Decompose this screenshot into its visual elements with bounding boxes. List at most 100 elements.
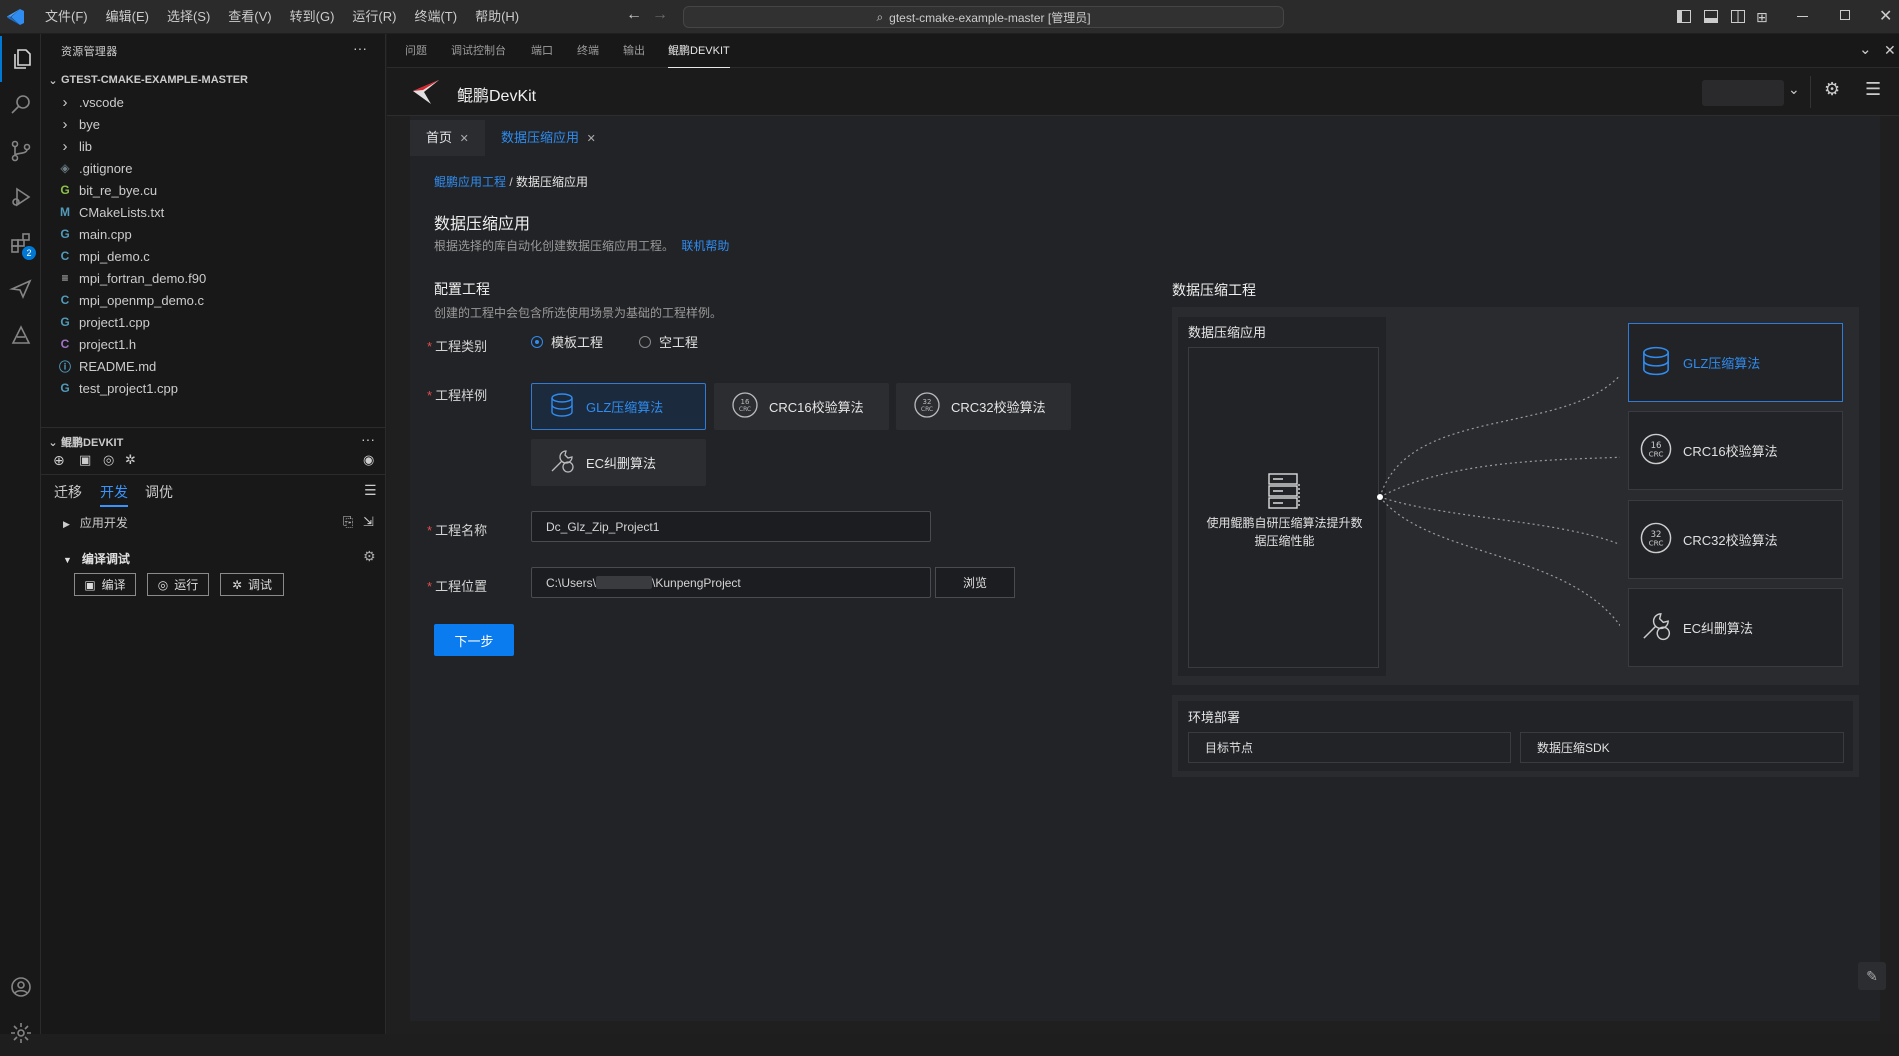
compile-debug-item[interactable]: ▼编译调试 [63, 550, 130, 567]
back-arrow-icon[interactable]: ← [626, 6, 642, 23]
debug-button[interactable]: ✲调试 [220, 573, 284, 596]
code-view-icon[interactable]: ▣ [79, 452, 92, 467]
algo-ec[interactable]: EC纠删算法 [1628, 588, 1843, 667]
accounts-icon[interactable] [0, 964, 41, 1010]
import-icon[interactable]: ⇲ [363, 514, 374, 529]
close-icon[interactable]: ✕ [586, 133, 596, 145]
close-icon[interactable]: ✕ [459, 133, 469, 145]
explorer-file[interactable]: ◈.gitignore [41, 157, 386, 179]
sample-card-glz[interactable]: GLZ压缩算法 [531, 383, 706, 430]
command-center[interactable]: ⌕ gtest-cmake-example-master [管理员] [683, 6, 1284, 28]
kunpeng-devkit-icon[interactable] [0, 266, 41, 312]
close-panel-icon[interactable]: ✕ [1884, 42, 1896, 58]
tab-kunpeng-devkit[interactable]: 鲲鹏DEVKIT [668, 34, 730, 68]
customize-layout-icon[interactable]: ⊞ [1756, 9, 1768, 25]
manage-gear-icon[interactable] [0, 1010, 41, 1056]
menu-run[interactable]: 运行(R) [352, 9, 397, 24]
explorer-folder[interactable]: ›lib [41, 135, 386, 157]
tab-problems[interactable]: 问题 [405, 45, 427, 57]
source-control-icon[interactable] [0, 128, 41, 174]
list-view-icon[interactable]: ☰ [364, 482, 377, 498]
help-link[interactable]: 联机帮助 [681, 239, 730, 253]
forward-arrow-icon[interactable]: → [652, 6, 668, 23]
run-debug-icon[interactable] [0, 174, 41, 220]
minimize-icon[interactable] [1797, 16, 1808, 17]
menu-go[interactable]: 转到(G) [289, 9, 335, 24]
tab-migrate[interactable]: 迁移 [54, 484, 82, 500]
chevron-down-icon[interactable]: ⌄ [1788, 81, 1800, 97]
compile-button[interactable]: ▣编译 [74, 573, 136, 596]
menu-edit[interactable]: 编辑(E) [105, 9, 149, 24]
user-settings-icon[interactable]: ◉ [363, 452, 375, 467]
explorer-more-icon[interactable]: ··· [353, 40, 367, 56]
menu-help[interactable]: 帮助(H) [475, 9, 520, 24]
tab-output[interactable]: 输出 [623, 45, 645, 57]
tab-develop[interactable]: 开发 [100, 482, 128, 507]
project-name-input[interactable]: Dc_Glz_Zip_Project1 [531, 511, 931, 542]
tab-ports[interactable]: 端口 [531, 45, 553, 57]
explorer-item-label: project1.cpp [79, 314, 150, 330]
new-project-icon[interactable]: ⊕ [53, 452, 65, 468]
explorer-folder[interactable]: ›bye [41, 113, 386, 135]
toggle-panel-icon[interactable] [1704, 10, 1718, 23]
tab-data-compression[interactable]: 数据压缩应用 ✕ [485, 120, 612, 156]
explorer-icon[interactable] [0, 36, 41, 82]
user-account-dropdown[interactable] [1702, 80, 1784, 106]
tab-tune[interactable]: 调优 [145, 484, 173, 500]
settings-gear-icon[interactable]: ⚙ [1824, 79, 1841, 99]
radio-template[interactable]: 模板工程 [531, 332, 603, 351]
play-icon[interactable]: ◎ [103, 452, 115, 467]
search-icon[interactable] [0, 82, 41, 128]
devkit-more-icon[interactable]: ··· [361, 431, 375, 447]
toggle-primary-sidebar-icon[interactable] [1677, 10, 1691, 23]
kunpeng-tools-icon[interactable] [0, 312, 41, 358]
project-location-input[interactable]: C:\Users\ \KunpengProject [531, 567, 931, 598]
menu-hamburger-icon[interactable]: ☰ [1865, 79, 1882, 99]
explorer-folder[interactable]: ›.vscode [41, 91, 386, 113]
close-window-icon[interactable]: ✕ [1879, 8, 1893, 25]
svg-text:CRC: CRC [1649, 538, 1664, 547]
next-button[interactable]: 下一步 [434, 624, 514, 656]
breadcrumb-link[interactable]: 鲲鹏应用工程 [434, 175, 507, 189]
radio-empty[interactable]: 空工程 [639, 332, 698, 351]
menu-terminal[interactable]: 终端(T) [414, 9, 458, 24]
settings-gear-icon[interactable]: ⚙ [363, 548, 376, 564]
bug-icon[interactable]: ✲ [125, 452, 136, 467]
run-button[interactable]: ◎运行 [147, 573, 209, 596]
new-file-icon[interactable]: ⎘ [343, 514, 354, 529]
algo-glz[interactable]: GLZ压缩算法 [1628, 323, 1843, 402]
env-title: 环境部署 [1188, 710, 1241, 725]
sample-card-ec[interactable]: EC纠删算法 [531, 439, 706, 486]
app-dev-item[interactable]: ▶应用开发 [63, 514, 128, 531]
menu-file[interactable]: 文件(F) [45, 9, 88, 24]
explorer-file[interactable]: ≡mpi_fortran_demo.f90 [41, 267, 386, 289]
menu-selection[interactable]: 选择(S) [166, 9, 211, 24]
tab-debug-console[interactable]: 调试控制台 [451, 45, 506, 57]
tab-terminal[interactable]: 终端 [577, 45, 599, 57]
toggle-secondary-sidebar-icon[interactable] [1731, 10, 1745, 23]
extensions-icon[interactable]: 2 [0, 220, 41, 266]
tab-home[interactable]: 首页 ✕ [410, 120, 485, 156]
browse-button[interactable]: 浏览 [935, 567, 1015, 598]
restore-icon[interactable] [1840, 10, 1850, 20]
feedback-edit-icon[interactable]: ✎ [1858, 962, 1886, 990]
breadcrumb-separator: / [509, 175, 513, 189]
devkit-section-header[interactable]: ⌄ 鲲鹏DEVKIT [41, 431, 386, 453]
explorer-root[interactable]: ⌄ GTEST-CMAKE-EXAMPLE-MASTER [41, 69, 386, 91]
menu-view[interactable]: 查看(V) [228, 9, 272, 24]
chevron-down-icon[interactable]: ⌄ [1859, 41, 1872, 58]
